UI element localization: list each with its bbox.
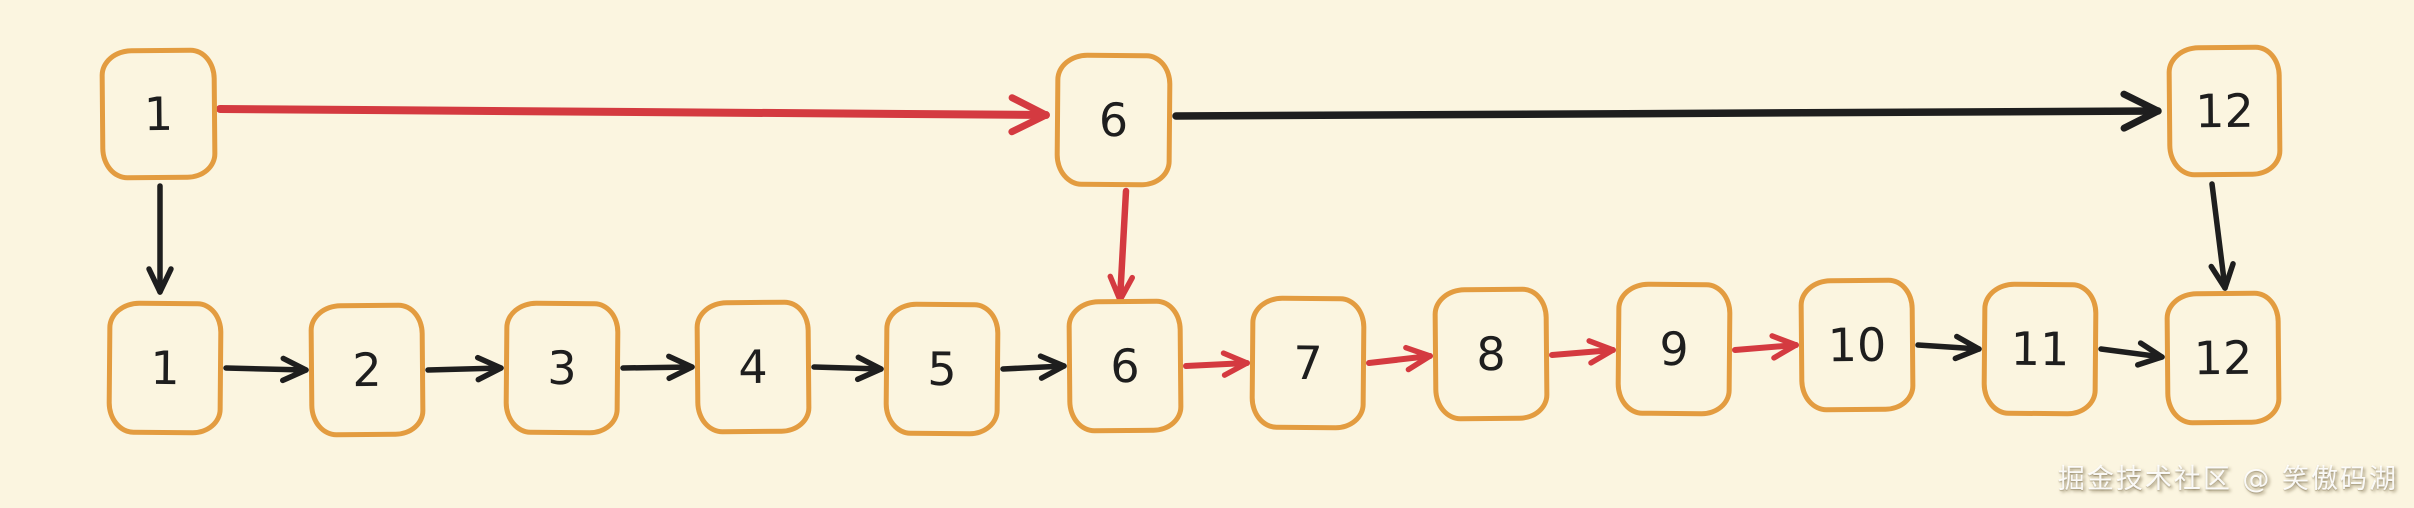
edge-1-2	[223, 355, 309, 384]
bottom-node-12: 12	[2164, 290, 2282, 426]
edge-3-4	[620, 353, 695, 382]
top-node-1: 1	[99, 47, 218, 181]
bottom-node-8: 8	[1432, 286, 1550, 422]
bottom-node-3: 3	[503, 300, 621, 436]
edge-top-1-6	[216, 94, 1050, 136]
bottom-node-11-label: 11	[2010, 321, 2070, 377]
edge-7-8	[1366, 344, 1433, 373]
top-node-12-label: 12	[2194, 83, 2255, 139]
bottom-node-4-label: 4	[738, 339, 768, 395]
watermark: 掘金技术社区 @ 笑傲码湖	[2057, 464, 2398, 495]
bottom-node-4: 4	[694, 299, 812, 435]
bottom-node-8-label: 8	[1476, 326, 1506, 382]
bottom-node-2: 2	[308, 302, 426, 438]
edge-9-10	[1732, 333, 1799, 361]
edge-4-5	[811, 354, 884, 383]
bottom-node-7: 7	[1249, 295, 1367, 431]
bottom-node-1: 1	[106, 300, 224, 436]
top-node-6-label: 6	[1098, 92, 1129, 148]
bottom-node-7-label: 7	[1293, 335, 1323, 391]
edge-down-6	[1107, 187, 1135, 304]
bottom-node-9: 9	[1615, 281, 1733, 417]
top-node-1-label: 1	[143, 86, 174, 142]
bottom-node-6: 6	[1066, 298, 1184, 434]
bottom-node-5: 5	[883, 301, 1001, 437]
bottom-node-11: 11	[1981, 281, 2099, 417]
bottom-node-2-label: 2	[352, 342, 382, 398]
edge-8-9	[1549, 338, 1616, 366]
bottom-node-10-label: 10	[1827, 317, 1887, 373]
bottom-node-10: 10	[1798, 277, 1916, 413]
bottom-node-6-label: 6	[1110, 338, 1140, 394]
bottom-node-9-label: 9	[1659, 321, 1689, 377]
bottom-node-1-label: 1	[150, 340, 180, 396]
bottom-node-3-label: 3	[547, 340, 577, 396]
edge-top-6-12	[1172, 90, 2162, 132]
edge-5-6	[1000, 353, 1067, 381]
edge-down-12	[2208, 181, 2236, 291]
edge-10-11	[1915, 333, 1982, 362]
bottom-node-12-label: 12	[2193, 330, 2253, 386]
top-node-12: 12	[2166, 44, 2283, 178]
edge-11-12	[2098, 340, 2165, 368]
edge-2-3	[425, 354, 504, 383]
edge-6-7	[1183, 350, 1250, 378]
top-node-6: 6	[1054, 52, 1173, 188]
bottom-node-5-label: 5	[927, 341, 957, 397]
